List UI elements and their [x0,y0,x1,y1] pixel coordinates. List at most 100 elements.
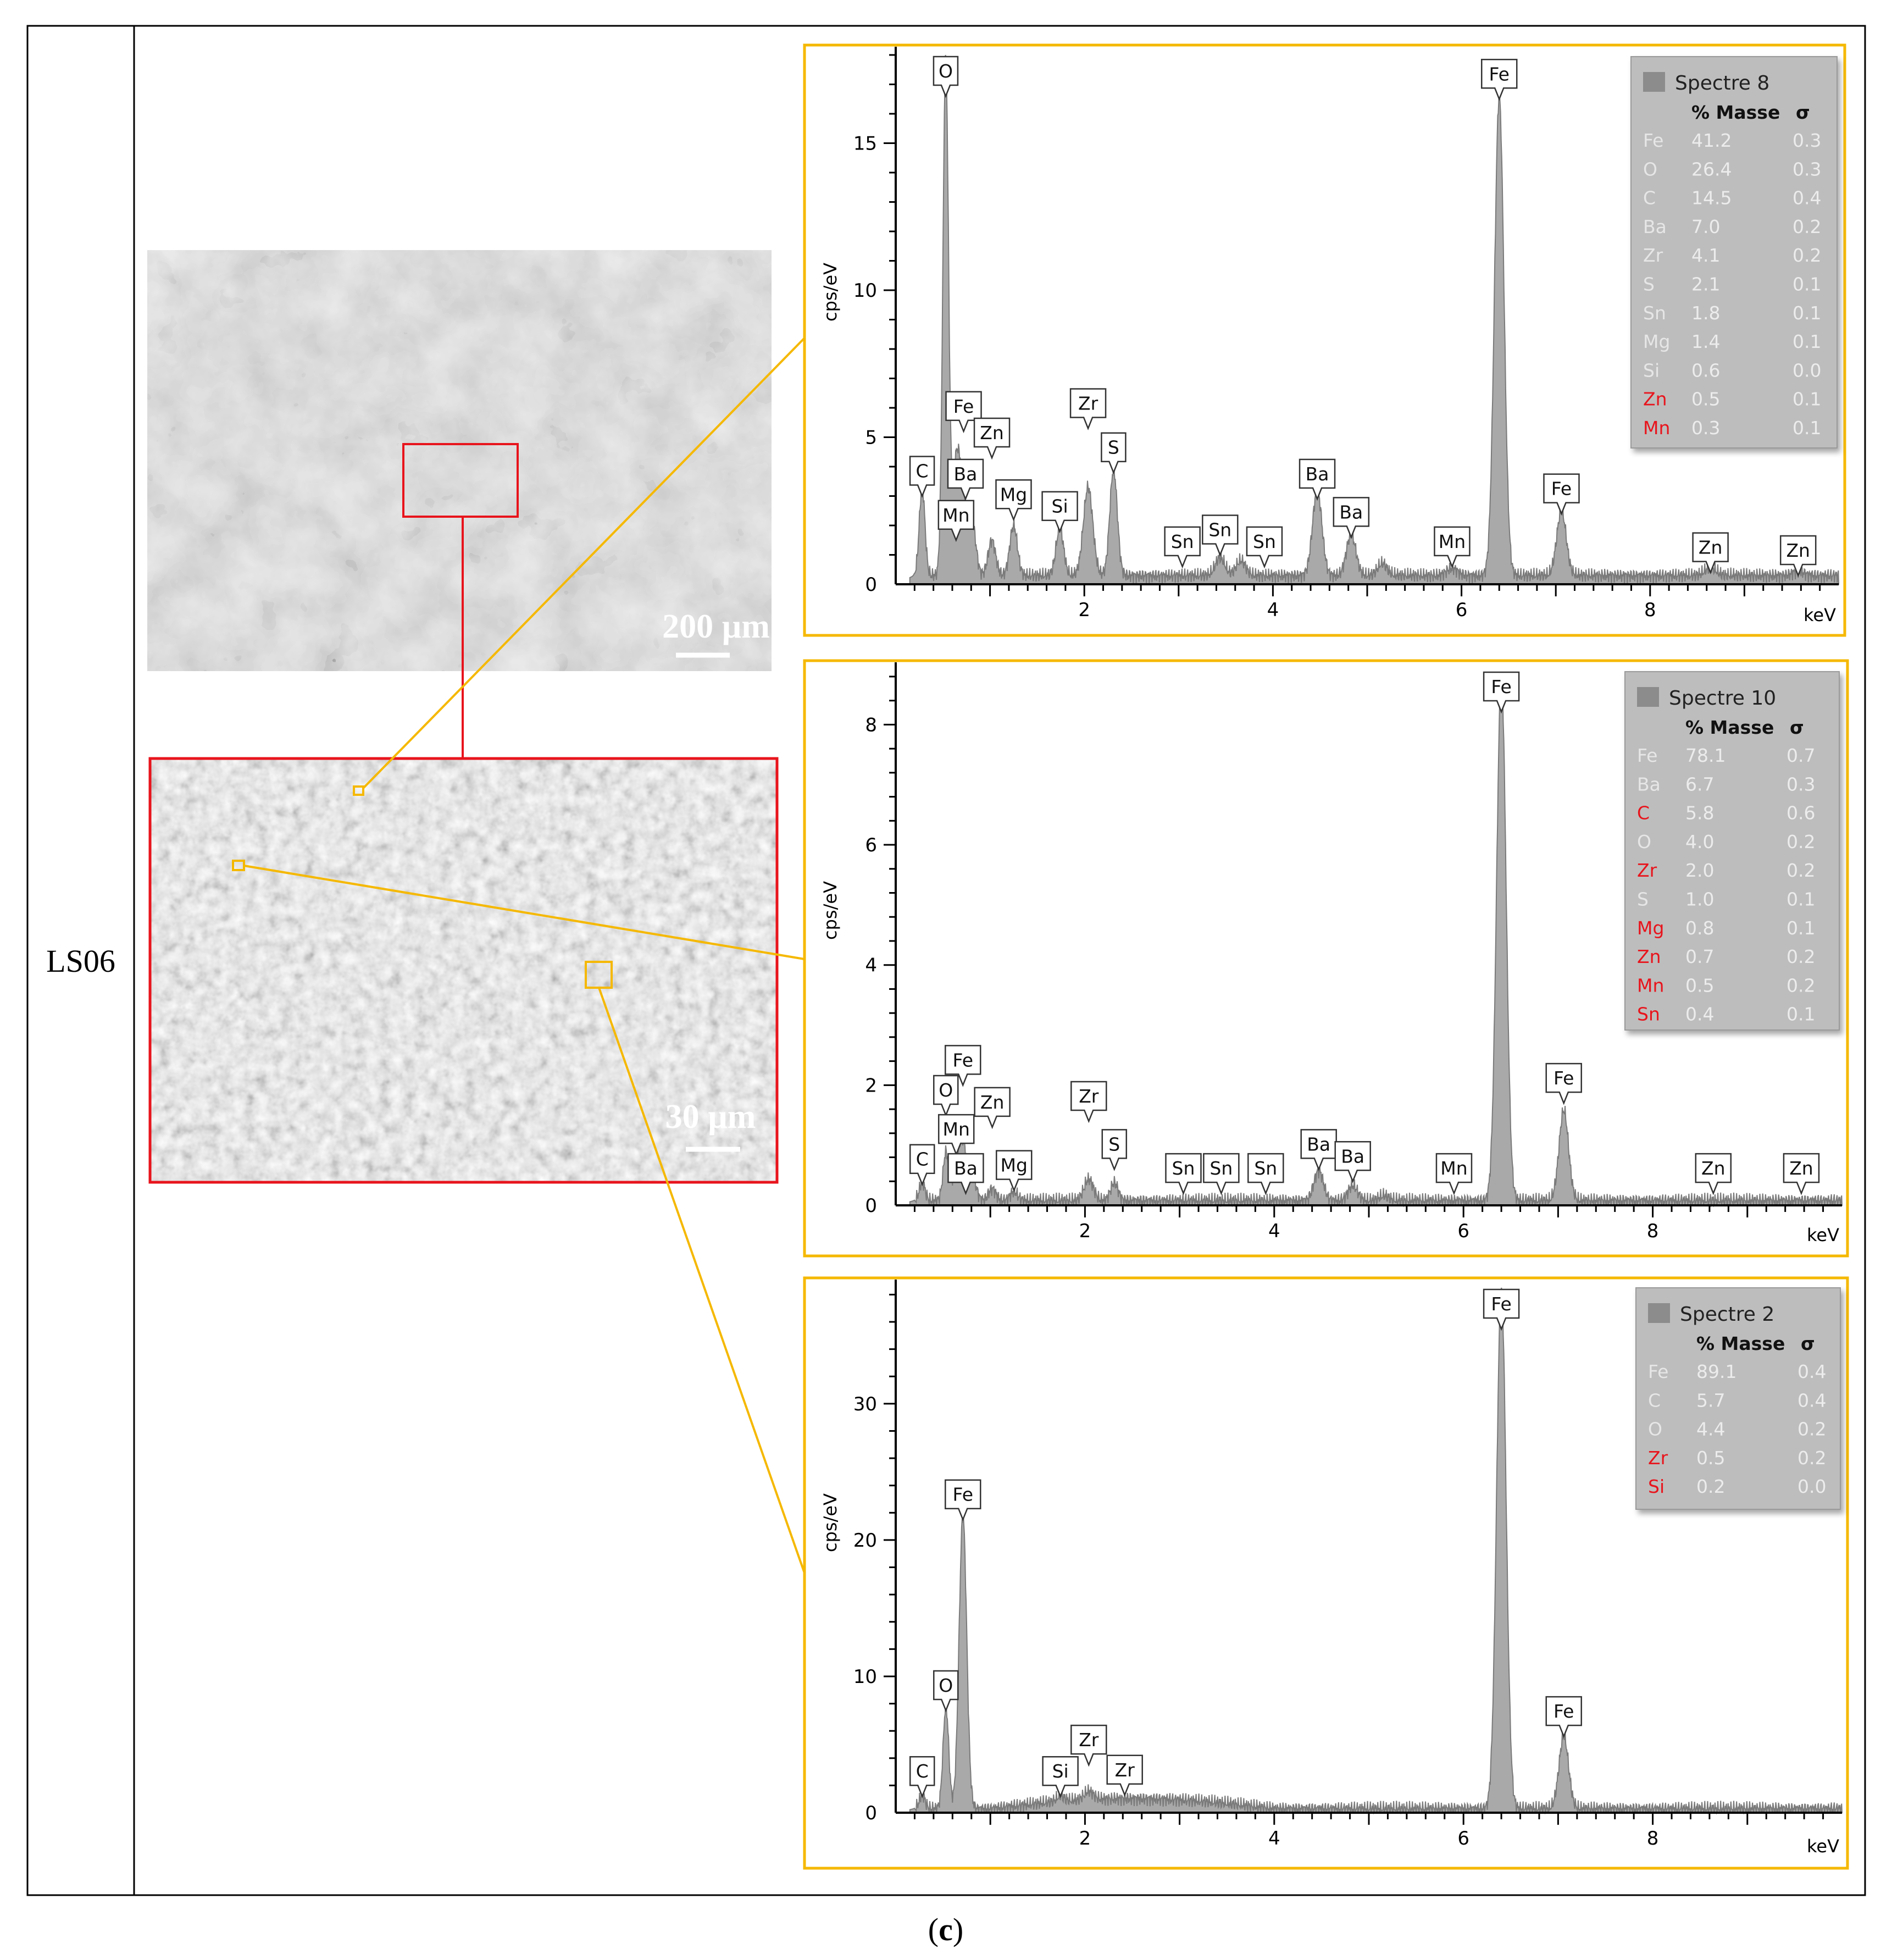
svg-text:Ba: Ba [1339,501,1363,523]
svg-text:Mg: Mg [1637,917,1664,939]
svg-text:0.2: 0.2 [1786,860,1815,881]
connector-spectrum-2 [243,865,805,960]
y-tick-label: 6 [865,834,877,856]
peak-label: Mg [996,1150,1033,1193]
peak-label: Ba [1333,497,1370,539]
peak-label: Zn [1779,535,1817,578]
y-tick-label: 8 [865,714,877,736]
peak-label: Sn [1165,1153,1202,1195]
peak-label: Zr [1070,1081,1107,1123]
svg-text:0.4: 0.4 [1685,1004,1714,1025]
svg-text:Zr: Zr [1115,1759,1135,1781]
y-tick-label: 2 [865,1075,877,1097]
svg-text:Zr: Zr [1079,1086,1099,1107]
svg-text:O: O [1637,831,1651,852]
peak-label: Fe [1480,59,1518,101]
svg-text:Sn: Sn [1208,519,1231,541]
svg-text:7.0: 7.0 [1691,216,1720,237]
svg-text:Sn: Sn [1209,1158,1233,1179]
spot-marker-2 [232,860,245,871]
svg-text:5.8: 5.8 [1685,802,1714,824]
peak-label: Zn [973,417,1011,460]
peak-label: Fe [1483,1288,1520,1331]
svg-text:0.2: 0.2 [1797,1419,1826,1440]
svg-text:Fe: Fe [1551,478,1572,500]
x-tick-label: 8 [1647,1220,1659,1242]
peak-label: Zn [1692,532,1729,574]
x-tick-label: 2 [1079,1828,1091,1850]
svg-text:2.0: 2.0 [1685,860,1714,881]
svg-text:Sn: Sn [1637,1004,1660,1025]
svg-text:0.1: 0.1 [1793,274,1821,295]
svg-text:4.1: 4.1 [1691,245,1720,266]
peak-label: Zn [974,1087,1011,1130]
peak-label: Sn [1164,526,1201,569]
svg-text:0.1: 0.1 [1793,389,1821,410]
legend-swatch [1637,687,1659,707]
y-tick-label: 30 [853,1393,877,1415]
svg-text:Mn: Mn [1637,975,1664,996]
legend-spectrum-name: Spectre 10 [1669,687,1776,710]
svg-text:4.0: 4.0 [1685,831,1714,852]
svg-text:0.2: 0.2 [1793,245,1821,266]
x-tick-label: 6 [1457,1828,1469,1850]
legend-header-sigma: σ [1801,1333,1815,1354]
y-tick-label: 0 [865,574,877,596]
peak-label: C [909,1144,935,1187]
peak-label: C [909,1756,935,1798]
svg-text:S: S [1643,274,1655,295]
svg-text:0.1: 0.1 [1793,417,1821,439]
svg-text:Fe: Fe [1489,63,1509,85]
svg-text:Fe: Fe [1491,676,1511,697]
svg-text:Ba: Ba [1306,463,1329,485]
svg-text:Zr: Zr [1637,860,1657,881]
table-frame [26,25,1866,1896]
svg-text:0.3: 0.3 [1691,417,1720,439]
peak-label: Ba [947,1153,984,1195]
svg-text:0.7: 0.7 [1786,745,1815,766]
svg-text:0.0: 0.0 [1797,1476,1826,1497]
svg-text:Fe: Fe [953,1484,973,1505]
svg-text:Zr: Zr [1648,1447,1668,1469]
svg-text:Ba: Ba [1307,1133,1330,1155]
legend-header-sigma: σ [1790,717,1804,738]
legend-spectrum-name: Spectre 2 [1680,1303,1774,1326]
peak-label: Mn [1434,526,1471,569]
svg-text:S: S [1108,437,1119,458]
legend-header-mass: % Masse [1685,717,1774,738]
x-axis-label: keV [1807,1836,1839,1857]
svg-text:0.1: 0.1 [1786,917,1815,939]
y-axis-label: cps/eV [820,1493,841,1552]
svg-text:Sn: Sn [1171,531,1194,552]
svg-text:Mn: Mn [1439,531,1466,552]
peak-label: Ba [1334,1141,1371,1183]
y-tick-label: 0 [865,1802,877,1824]
svg-text:S: S [1108,1133,1120,1155]
svg-text:Ba: Ba [1637,773,1661,795]
svg-text:41.2: 41.2 [1691,130,1732,151]
peak-label: C [909,456,935,498]
peak-label: Zr [1069,388,1107,430]
svg-text:Mn: Mn [943,1119,970,1140]
peak-label: Fe [1545,1696,1582,1738]
svg-text:Ba: Ba [954,463,978,485]
peak-label: Sn [1247,1153,1284,1195]
